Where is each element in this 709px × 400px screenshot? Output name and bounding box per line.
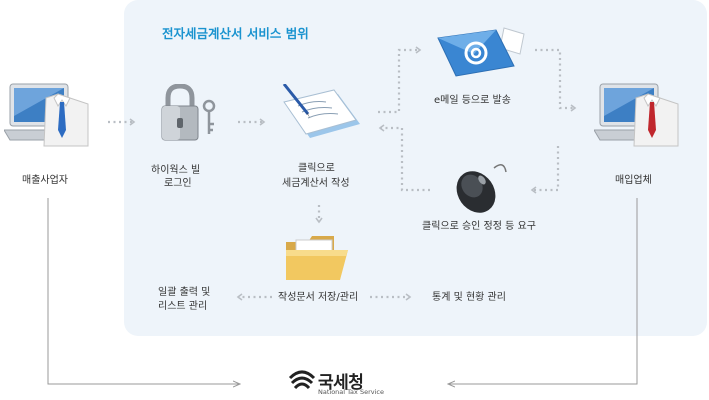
storage-label: 작성문서 저장/관리 (278, 292, 359, 303)
connector-seller-to-nts (47, 198, 240, 384)
scope-title: 전자세금계산서 서비스 범위 (162, 26, 309, 41)
email-label: e메일 등으로 발송 (434, 95, 511, 106)
laptop-red-tie-icon (594, 83, 679, 147)
folder-icon (286, 236, 348, 280)
nts-logo-name: 국세청 (318, 373, 364, 393)
padlock-key-icon (161, 84, 216, 141)
login-label-line1: 하이웍스 빌 (151, 165, 201, 176)
print-label-line1: 일괄 출력 및 (158, 287, 211, 298)
arrow-email-to-buyer (535, 48, 577, 112)
login-label-line2: 로그인 (164, 178, 192, 189)
mouse-icon (456, 164, 507, 213)
arrow-request-to-write (378, 124, 430, 192)
email-at-icon (437, 27, 525, 77)
nts-emblem-icon (288, 370, 316, 390)
stats-label: 통계 및 현황 관리 (432, 292, 506, 303)
arrow-write-to-email (378, 46, 422, 114)
document-pen-icon (282, 84, 360, 138)
service-scope-panel (124, 0, 707, 336)
request-label: 클릭으로 승인 정정 등 요구 (422, 221, 536, 232)
arrow-buyer-to-request (530, 146, 560, 194)
laptop-blue-tie-icon (4, 83, 89, 147)
buyer-label: 매입업체 (615, 175, 652, 186)
nts-logo-subtitle: National Tax Service (318, 388, 384, 396)
connector-buyer-to-nts (448, 198, 638, 384)
print-label-line2: 리스트 관리 (158, 301, 208, 312)
write-label-line1: 클릭으로 (298, 163, 335, 174)
seller-label: 매출사업자 (22, 175, 68, 186)
write-label-line2: 세금계산서 작성 (282, 178, 350, 189)
